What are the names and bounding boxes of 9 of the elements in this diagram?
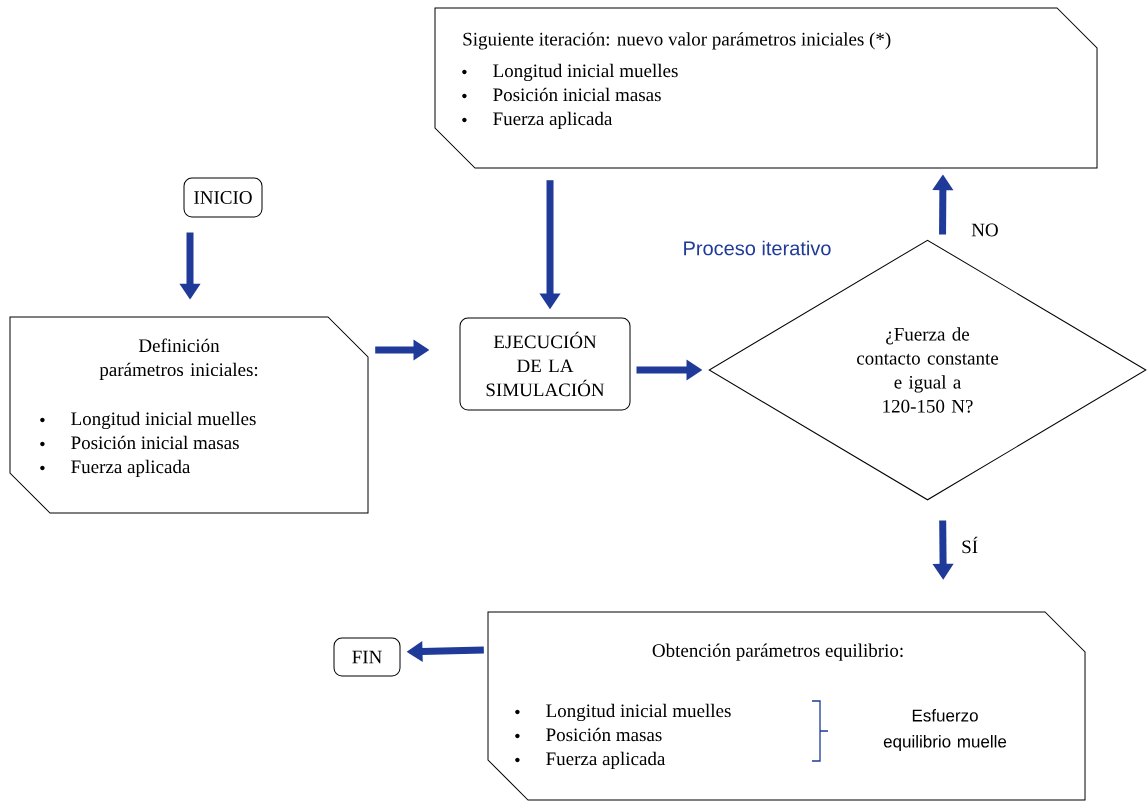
annotation: Proceso iterativo [684,240,831,256]
process-box: Siguiente iteración: nuevo valor parámetros iniciales (*) Longitud inicial muelles Posición inicial masas Fuerza aplicada [434,7,1098,169]
process-box: Obtención parámetros equilibrio: Longitud inicial muelles Posición masas Fuerza aplicada Esfuerzo equilibrio muelle [487,611,1086,801]
start-end-box: FIN [333,637,401,677]
edge-label: NO [970,222,1000,238]
edge-label: SÍ [960,535,980,555]
process-box: EJECUCIÓN DE LA SIMULACIÓN [459,317,631,411]
process-box: Definición parámetros iniciales: Longitud inicial muelles Posición inicial masas Fuerza aplicada [9,316,369,514]
start-end-box: INICIO [183,177,263,218]
